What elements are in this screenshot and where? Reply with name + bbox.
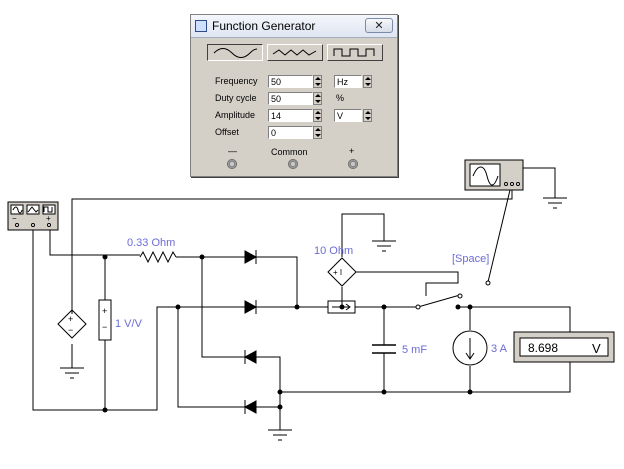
capacitor-label: 5 mF — [402, 344, 427, 356]
triangle-wave-icon — [272, 49, 317, 56]
capacitor[interactable] — [372, 344, 396, 354]
ccvs-source[interactable]: + I — [327, 257, 357, 287]
frequency-input[interactable]: 50 — [268, 75, 313, 88]
duty-cycle-label: Duty cycle — [215, 93, 257, 103]
window-title: Function Generator — [212, 19, 316, 33]
diode-middle-right[interactable] — [244, 300, 258, 314]
square-wave-button[interactable] — [327, 44, 383, 61]
resistor-0-33-ohm[interactable] — [139, 250, 177, 264]
ground-symbol — [60, 367, 84, 379]
voltmeter-unit: V — [592, 341, 601, 356]
duty-cycle-unit: % — [336, 93, 345, 103]
frequency-spinner[interactable] — [313, 75, 322, 88]
svg-text:+: + — [102, 306, 107, 316]
resistor-label: 0.33 Ohm — [127, 237, 175, 249]
wires — [32, 167, 571, 430]
terminal-common[interactable] — [288, 159, 298, 169]
terminal-minus-label: — — [228, 146, 237, 156]
duty-cycle-input[interactable]: 50 — [268, 92, 313, 105]
junction-dots — [102, 254, 473, 413]
ground-symbol — [268, 429, 292, 441]
current-sensor[interactable] — [327, 300, 356, 314]
terminal-plus[interactable] — [348, 159, 358, 169]
svg-text:+: + — [68, 314, 73, 324]
terminal-plus-label: + — [349, 146, 355, 156]
ground-symbol — [372, 240, 396, 252]
window-titlebar[interactable]: Function Generator ✕ — [191, 15, 397, 38]
duty-cycle-spinner[interactable] — [313, 92, 322, 105]
switch[interactable] — [415, 280, 491, 310]
svg-text:−: − — [68, 325, 73, 335]
vcvs-sense-box[interactable]: + − — [98, 299, 112, 341]
voltmeter[interactable] — [513, 331, 615, 363]
amplitude-input[interactable]: 14 — [268, 109, 313, 122]
svg-text:−: − — [102, 322, 107, 332]
current-source-3a[interactable] — [452, 330, 488, 366]
frequency-label: Frequency — [215, 76, 258, 86]
ccvs-label: 10 Ohm — [314, 245, 353, 257]
voltmeter-reading: 8.698 — [528, 341, 558, 355]
amplitude-spinner[interactable] — [313, 109, 322, 122]
switch-label: [Space] — [452, 253, 489, 265]
vcvs-label: 1 V/V — [115, 318, 143, 330]
offset-label: Offset — [215, 127, 239, 137]
oscilloscope[interactable] — [464, 159, 524, 191]
small-source-minus: − — [12, 214, 17, 223]
amplitude-label: Amplitude — [215, 110, 256, 120]
diode-top-right[interactable] — [244, 250, 258, 264]
square-wave-icon — [333, 48, 375, 57]
svg-text:+ I: + I — [333, 268, 342, 277]
diode-lower-left[interactable] — [243, 350, 257, 364]
offset-input[interactable]: 0 — [268, 126, 313, 139]
frequency-unit-select[interactable]: Hz — [334, 75, 362, 88]
ground-symbol — [543, 197, 567, 209]
sine-wave-button[interactable] — [207, 44, 263, 61]
terminal-common-label: Common — [271, 147, 308, 157]
small-source-plus: + — [46, 214, 51, 223]
sine-wave-icon — [213, 48, 258, 58]
close-button[interactable]: ✕ — [365, 18, 393, 33]
function-generator-icon[interactable] — [7, 201, 59, 231]
current-source-label: 3 A — [491, 343, 508, 355]
terminal-minus[interactable] — [227, 159, 237, 169]
amplitude-unit-select[interactable]: V — [334, 109, 362, 122]
offset-spinner[interactable] — [313, 126, 322, 139]
triangle-wave-button[interactable] — [267, 44, 323, 61]
amplitude-unit-spinner[interactable] — [363, 109, 372, 122]
app-icon — [195, 20, 207, 32]
function-generator-window[interactable]: Function Generator ✕ Frequency 50 Hz Dut… — [190, 14, 398, 177]
vcvs-source[interactable]: + − — [57, 309, 87, 339]
frequency-unit-spinner[interactable] — [363, 75, 372, 88]
diode-bottom-left[interactable] — [243, 400, 257, 414]
